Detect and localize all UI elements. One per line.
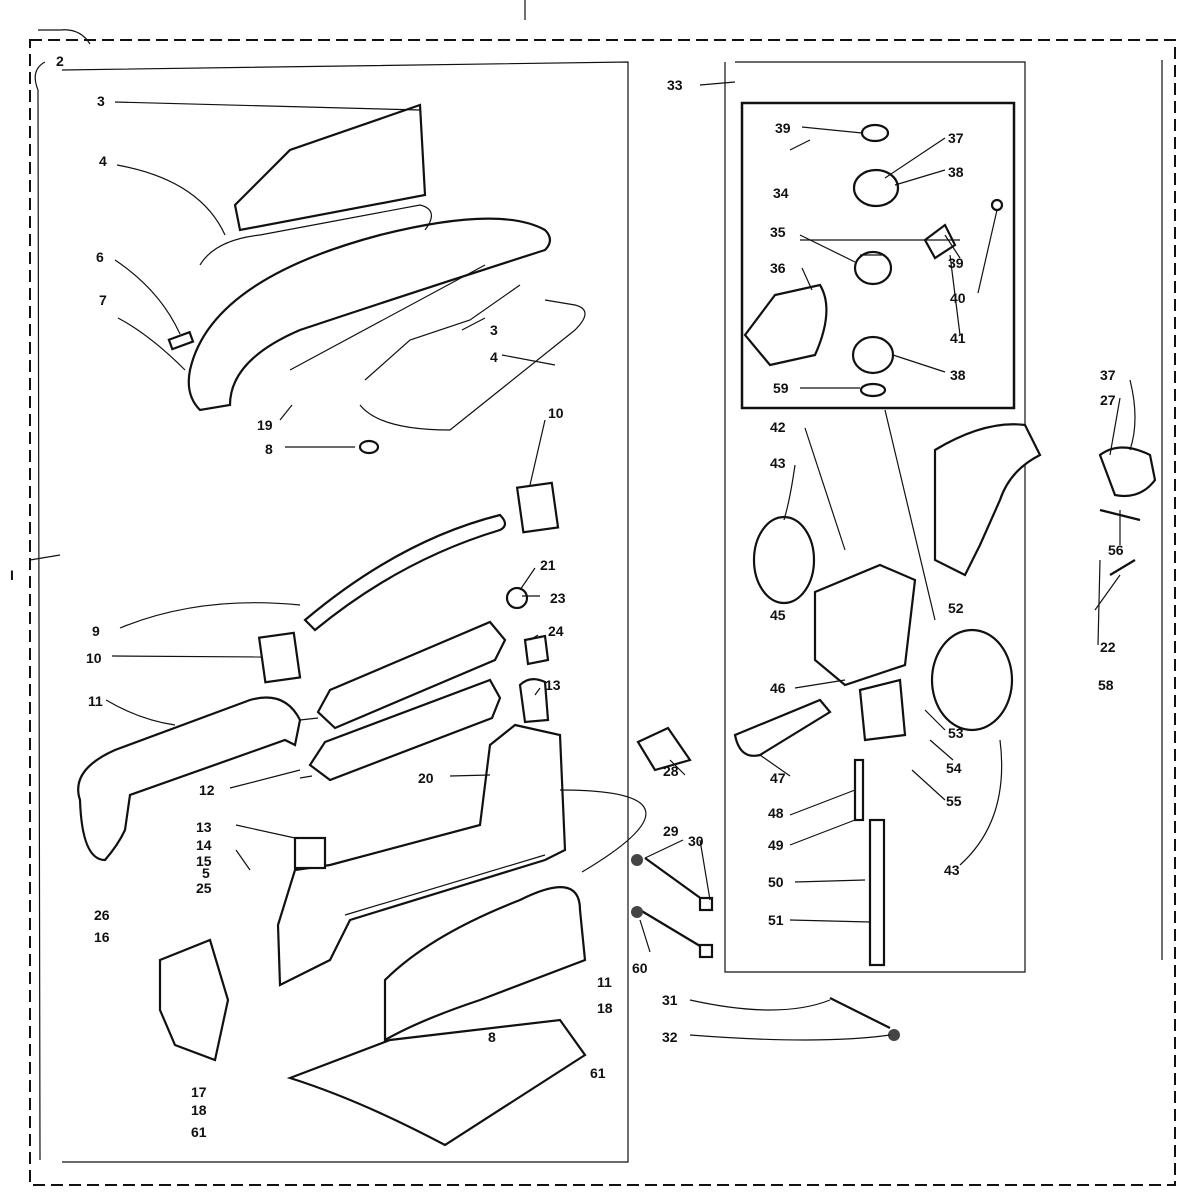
label-25: 25 <box>196 880 212 896</box>
label-33: 33 <box>667 77 683 93</box>
label-18: 18 <box>597 1000 613 1016</box>
label-45: 45 <box>770 607 786 623</box>
label-53: 53 <box>948 725 964 741</box>
label-21: 21 <box>540 557 556 573</box>
label-4: 4 <box>99 153 107 169</box>
label-49: 49 <box>768 837 784 853</box>
label-37: 37 <box>948 130 964 146</box>
label-5: 5 <box>202 865 210 881</box>
label-7: 7 <box>99 292 107 308</box>
label-41: 41 <box>950 330 966 346</box>
label-11: 11 <box>597 974 612 990</box>
label-56: 56 <box>1108 542 1124 558</box>
label-60: 60 <box>632 960 648 976</box>
frame-20 <box>158 723 567 1062</box>
label-39: 39 <box>948 255 964 271</box>
label-3: 3 <box>490 322 498 338</box>
label-38: 38 <box>950 367 966 383</box>
label-43: 43 <box>770 455 786 471</box>
label-10: 10 <box>86 650 102 666</box>
left-panel-frame <box>34 61 629 1163</box>
label-46: 46 <box>770 680 786 696</box>
label-26: 26 <box>94 907 110 923</box>
label-10: 10 <box>548 405 564 421</box>
gear-box-parts <box>743 123 1004 398</box>
label-29: 29 <box>663 823 679 839</box>
label-30: 30 <box>688 833 704 849</box>
label-11: 11 <box>88 693 103 709</box>
label-19: 19 <box>257 417 273 433</box>
label-13: 13 <box>545 677 561 693</box>
part-labels: 2 3 4 6 7 3 4 19 8 10 21 23 9 24 10 13 1… <box>10 53 1124 1140</box>
label-51: 51 <box>768 912 784 928</box>
label-47: 47 <box>770 770 786 786</box>
base-tray <box>286 886 587 1147</box>
label-43: 43 <box>944 862 960 878</box>
label-28: 28 <box>663 763 679 779</box>
label-35: 35 <box>770 224 786 240</box>
label-55: 55 <box>946 793 962 809</box>
label-23: 23 <box>550 590 566 606</box>
label-15: 15 <box>196 853 212 869</box>
label-20: 20 <box>418 770 434 786</box>
label-34: 34 <box>773 185 789 201</box>
top-cover-assembly <box>167 103 586 455</box>
label-8: 8 <box>488 1029 496 1045</box>
bolts-29-30-60 <box>631 726 900 1041</box>
label-4: 4 <box>490 349 498 365</box>
label-6: 6 <box>96 249 104 265</box>
label-42: 42 <box>770 419 786 435</box>
label-18: 18 <box>191 1102 207 1118</box>
label-32: 32 <box>662 1029 678 1045</box>
label-3: 3 <box>97 93 105 109</box>
outer-frame <box>29 0 1176 1186</box>
label-14: 14 <box>196 837 212 853</box>
label-61: 61 <box>191 1124 207 1140</box>
label-38: 38 <box>948 164 964 180</box>
label-I: I <box>10 567 14 583</box>
label-16: 16 <box>94 929 110 945</box>
label-37: 37 <box>1100 367 1116 383</box>
label-50: 50 <box>768 874 784 890</box>
label-58: 58 <box>1098 677 1114 693</box>
label-48: 48 <box>768 805 784 821</box>
label-9: 9 <box>92 623 100 639</box>
label-31: 31 <box>662 992 678 1008</box>
label-39: 39 <box>775 120 791 136</box>
label-2: 2 <box>56 53 64 69</box>
roller-assembly <box>257 481 560 782</box>
label-52: 52 <box>948 600 964 616</box>
label-61: 61 <box>590 1065 606 1081</box>
label-59: 59 <box>773 380 789 396</box>
label-54: 54 <box>946 760 962 776</box>
handle-11 <box>77 696 302 862</box>
label-12: 12 <box>199 782 215 798</box>
label-22: 22 <box>1100 639 1116 655</box>
leader-lines <box>29 81 1136 1041</box>
label-40: 40 <box>950 290 966 306</box>
gearbox-housing <box>733 409 1157 967</box>
label-24: 24 <box>548 623 564 639</box>
label-13: 13 <box>196 819 212 835</box>
label-17: 17 <box>191 1084 207 1100</box>
label-36: 36 <box>770 260 786 276</box>
label-8: 8 <box>265 441 273 457</box>
label-27: 27 <box>1100 392 1116 408</box>
